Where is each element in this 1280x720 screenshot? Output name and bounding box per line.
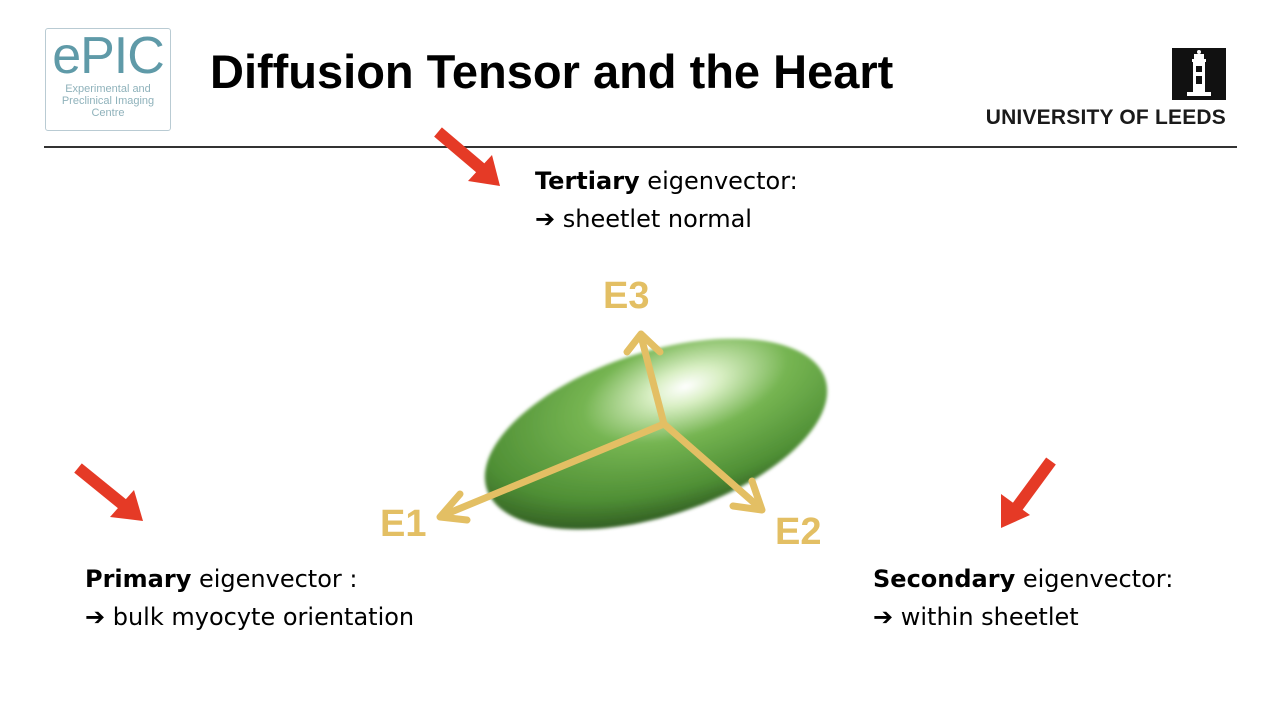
epic-logo-subtitle-line: Centre [91,107,125,119]
diffusion-ellipsoid [484,338,828,530]
slide-title: Diffusion Tensor and the Heart [210,45,894,98]
epic-logo-mark: ePIC [52,27,165,85]
e2-label: E2 [775,511,821,553]
caption-secondary-detail: ➔ within sheetlet [873,603,1079,631]
caption-primary-rest: eigenvector : [191,565,358,593]
epic-logo-subtitle: Experimental and Preclinical Imaging Cen… [46,83,170,119]
caption-tertiary: Tertiary eigenvector: ➔ sheetlet normal [535,162,798,238]
caption-primary-detail: ➔ bulk myocyte orientation [85,603,415,631]
caption-primary-term: Primary [85,565,192,593]
caption-secondary-rest: eigenvector: [1015,565,1174,593]
caption-tertiary-term: Tertiary [535,167,640,195]
epic-logo-subtitle-line: Experimental and [65,83,151,95]
caption-secondary-term: Secondary [873,565,1016,593]
e2-arrowhead [729,477,766,514]
e1-axis [440,420,668,519]
e3-label: E3 [603,275,649,317]
epic-logo-subtitle-line: Preclinical Imaging [61,95,155,107]
pointer-arrow-tertiary [434,127,500,186]
pointer-arrow-secondary [1001,457,1056,528]
e3-arrowhead [623,330,664,356]
epic-logo: ePIC Experimental and Preclinical Imagin… [45,28,171,131]
caption-secondary: Secondary eigenvector: ➔ within sheetlet [873,560,1173,636]
caption-secondary-heading: Secondary eigenvector: [873,560,1173,598]
eigenvector-axes [436,330,766,524]
e2-axis [660,420,764,512]
pointer-arrow-primary [74,463,143,521]
header-divider [44,146,1237,148]
university-name: UNIVERSITY OF LEEDS [985,106,1226,129]
caption-tertiary-detail: ➔ sheetlet normal [535,205,752,233]
caption-primary-heading: Primary eigenvector : [85,560,414,598]
caption-tertiary-heading: Tertiary eigenvector: [535,162,798,200]
caption-tertiary-rest: eigenvector: [639,167,798,195]
university-crest-icon [1172,48,1226,100]
e1-arrowhead [436,490,471,524]
caption-primary: Primary eigenvector : ➔ bulk myocyte ori… [85,560,414,636]
e3-axis [638,336,668,428]
e1-label: E1 [380,503,426,545]
